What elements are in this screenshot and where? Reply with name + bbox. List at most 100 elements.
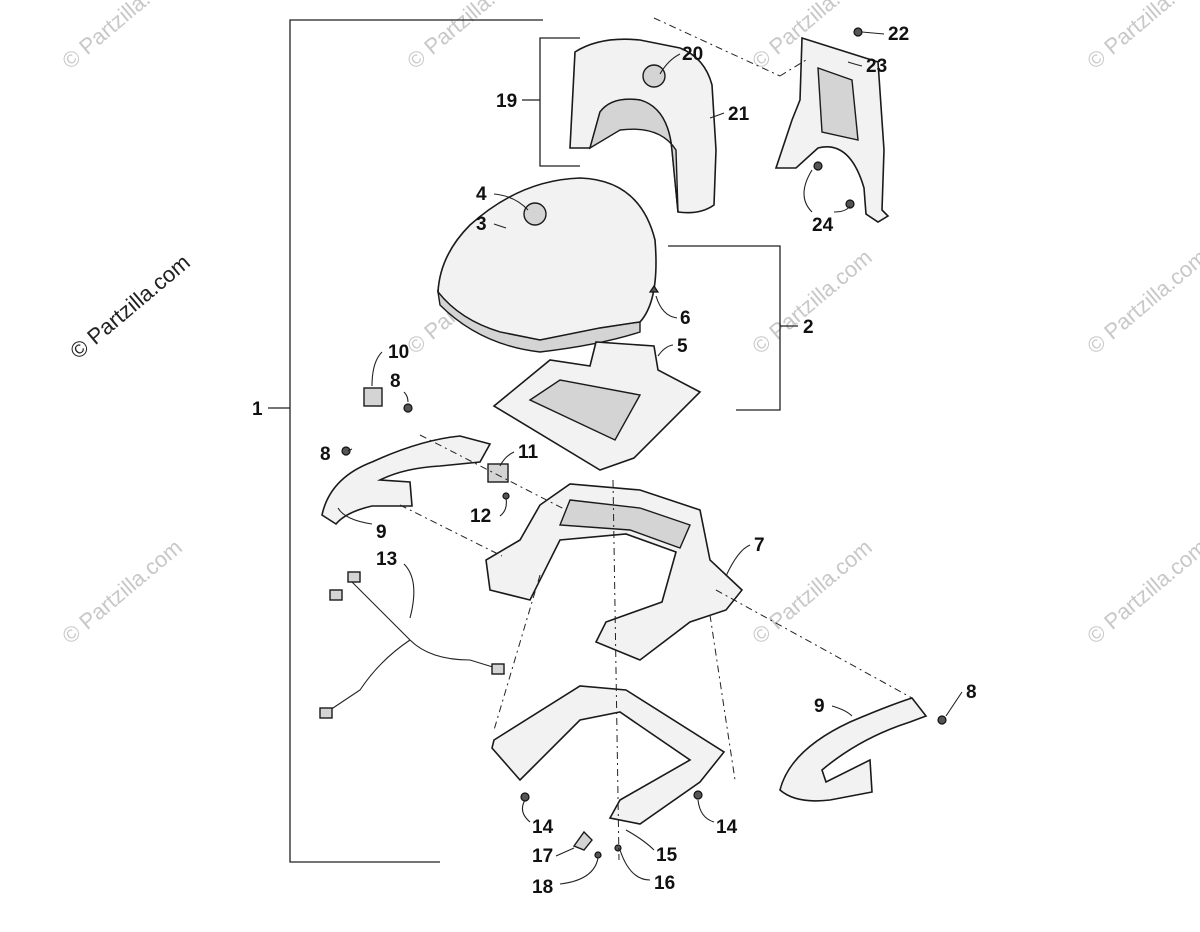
callouts: 1 2 3 4 5 6 7 8 8 8 9 9 10 11 12 13 14 1… [252,24,977,898]
leader-23 [847,61,863,67]
guide-line [419,434,567,511]
callout-9a: 9 [376,522,387,543]
callout-10: 10 [388,342,409,363]
backrest-bracket-slot [817,66,859,141]
leader-3 [493,223,507,229]
callout-19: 19 [496,91,517,112]
guide-line [493,574,541,731]
leader-13 [403,563,415,619]
leader-10 [371,351,383,387]
subframe [491,685,726,825]
watermark: © Partzilla.com [1082,0,1200,74]
leader-11 [499,451,515,467]
harness-connector [329,589,343,601]
assembly-bracket-2 [668,245,781,411]
seat-emblem [523,202,547,226]
handle-screw [937,715,947,725]
callout-18: 18 [532,877,553,898]
seat-base-part [492,284,702,471]
frame-inner [558,499,691,549]
callout-22: 22 [888,24,909,45]
callout-6: 6 [680,308,691,329]
subframe-latch [572,830,593,851]
leader-5 [657,344,674,357]
brand-watermark: © Partzilla.com [65,249,195,363]
left-handle-part [321,387,510,526]
callout-7: 7 [754,535,765,556]
leader-22 [861,31,885,35]
assembly-bracket-19 [539,37,580,167]
callout-11: 11 [518,442,539,463]
harness-connector [347,571,361,583]
bracket-nut [813,161,823,171]
leader-16 [619,849,651,881]
watermark: © Partzilla.com [1082,534,1200,648]
callout-8a: 8 [390,371,401,392]
leader-9b [831,705,853,717]
callout-13: 13 [376,549,397,570]
guide-line [715,589,913,699]
callout-1: 1 [252,399,263,420]
callout-5: 5 [677,336,688,357]
watermark: © Partzilla.com [57,534,187,648]
callout-14a: 14 [532,817,554,838]
subframe-nut [520,792,530,802]
leader-8b [347,448,353,452]
assembly-bracket-1 [289,19,543,863]
callout-24: 24 [812,215,834,236]
callout-23: 23 [866,56,887,77]
harness-connector [491,663,505,675]
guide-line [709,614,736,781]
harness-wire [329,579,497,711]
seat-base-well [528,379,642,441]
backrest-pad [588,98,679,213]
callout-8b: 8 [320,444,331,465]
leader-15 [625,829,655,851]
leader-17 [555,847,575,857]
leader-4 [493,193,529,211]
right-handle-part [779,697,947,802]
subframe-nut [693,790,703,800]
subframe-screw [594,851,602,859]
callout-2: 2 [803,317,814,338]
wiring-harness-part [319,571,505,719]
leader-8a [403,391,409,403]
guide-line [399,504,503,557]
callout-4: 4 [476,184,487,205]
seat-cushion-part [436,177,657,353]
watermark: © Partzilla.com [747,244,877,358]
leader-20 [659,53,681,75]
leader-14a [521,799,531,823]
switch-housing [487,463,509,483]
guide-line [653,17,781,77]
handle-screw [341,446,351,456]
leader-6 [655,295,678,319]
bracket-nut [845,199,855,209]
leader-18 [559,857,599,885]
leader-9a [337,507,373,525]
callout-12: 12 [470,506,491,527]
leader-14b [697,799,715,823]
watermark: © Partzilla.com [57,0,187,74]
watermark: © Partzilla.com [1082,244,1200,358]
callout-3: 3 [476,214,487,235]
harness-connector [319,707,333,719]
backrest-part [569,38,717,214]
callout-17: 17 [532,846,553,867]
leader-7 [725,544,751,577]
backrest-emblem [642,64,666,88]
callout-14b: 14 [716,817,738,838]
callout-9b: 9 [814,696,825,717]
backrest-bracket-part [774,27,890,223]
handle-screw [403,403,413,413]
callout-8c: 8 [966,682,977,703]
watermark: © Partzilla.com [747,534,877,648]
seat-clip [648,284,660,293]
leader-24 [803,169,851,213]
leader-lines [337,31,963,885]
switch-housing [363,387,383,407]
leader-21 [709,112,725,119]
seat-cushion [437,177,657,341]
leader-12 [499,497,507,517]
